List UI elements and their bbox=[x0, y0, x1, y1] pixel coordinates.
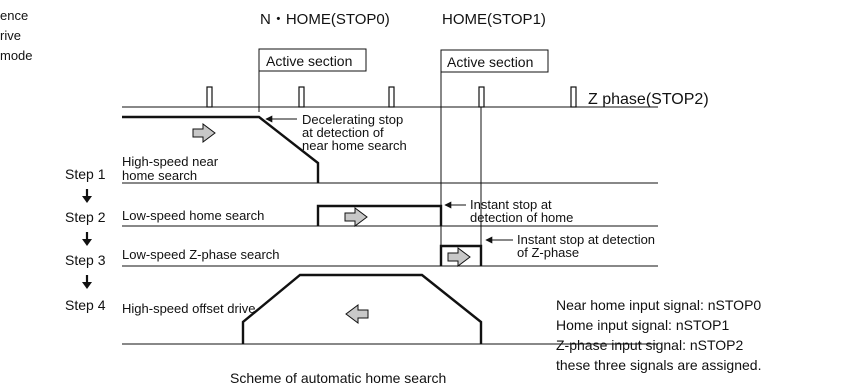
step-label: Step 1 bbox=[65, 166, 106, 182]
active-section-box-stop1 bbox=[440, 49, 549, 73]
z-phase-label: Z phase(STOP2) bbox=[588, 91, 709, 108]
left-arrow-icon bbox=[345, 304, 369, 324]
assignment-note: Near home input signal: nSTOP0 bbox=[556, 297, 761, 313]
step1-description-line: home search bbox=[122, 168, 197, 183]
step-column: Step 1 Step 2 Step 3 Step 4 bbox=[65, 166, 106, 313]
assignment-note: these three signals are assigned. bbox=[556, 357, 761, 373]
z-phase-pulse bbox=[570, 86, 577, 108]
z-phase-pulse bbox=[206, 86, 213, 108]
z-stop-annotation-line: of Z-phase bbox=[517, 245, 579, 260]
active-section-label-stop1: Active section bbox=[447, 54, 533, 70]
decel-annotation-line: near home search bbox=[302, 138, 407, 153]
step4-speed-profile bbox=[241, 273, 483, 344]
step3-description: Low-speed Z-phase search bbox=[122, 247, 280, 262]
active-section-label-stop0: Active section bbox=[266, 53, 352, 69]
decel-annotation-line: at detection of bbox=[302, 125, 384, 140]
z-phase-pulse bbox=[478, 86, 485, 108]
home-stop-annotation: Instant stop at detection of home bbox=[470, 197, 573, 225]
home-stop-annotation-line: detection of home bbox=[470, 210, 573, 225]
step-label: Step 3 bbox=[65, 252, 106, 268]
decel-annotation-line: Decelerating stop bbox=[302, 112, 403, 127]
active-section-box-stop0 bbox=[258, 48, 367, 72]
right-arrow-icon bbox=[344, 207, 368, 227]
z-stop-annotation-line: Instant stop at detection bbox=[517, 232, 655, 247]
corner-label-line: mode bbox=[0, 48, 33, 63]
step4-description: High-speed offset drive bbox=[122, 301, 255, 316]
z-phase-label-signal: (STOP2) bbox=[646, 91, 709, 108]
signal-assignment-notes: Near home input signal: nSTOP0 Home inpu… bbox=[556, 297, 761, 373]
z-phase-pulse bbox=[298, 86, 305, 108]
step-label: Step 2 bbox=[65, 209, 106, 225]
step2-description: Low-speed home search bbox=[122, 208, 264, 223]
corner-label-line: rive bbox=[0, 28, 21, 43]
down-arrow-head bbox=[82, 196, 92, 203]
z-stop-annotation: Instant stop at detection of Z-phase bbox=[517, 232, 659, 260]
down-arrow-head bbox=[82, 239, 92, 246]
down-arrow-head bbox=[82, 282, 92, 289]
right-arrow-icon bbox=[192, 123, 216, 143]
step2-speed-profile bbox=[316, 204, 443, 226]
z-phase-pulse bbox=[388, 86, 395, 108]
signal-stop1-title: HOME(STOP1) bbox=[442, 11, 546, 28]
right-arrow-icon bbox=[447, 247, 471, 267]
diagram-caption: Scheme of automatic home search bbox=[230, 370, 446, 386]
step3-speed-profile bbox=[439, 244, 483, 266]
assignment-note: Z-phase input signal: nSTOP2 bbox=[556, 337, 744, 353]
z-phase-pulses bbox=[206, 86, 577, 108]
decel-annotation: Decelerating stop at detection of near h… bbox=[302, 112, 407, 153]
step-label: Step 4 bbox=[65, 297, 106, 313]
step1-description-line: High-speed near bbox=[122, 154, 219, 169]
step1-description: High-speed near home search bbox=[122, 154, 222, 183]
z-phase-label-name: Z phase bbox=[588, 91, 646, 108]
step1-speed-profile bbox=[122, 115, 320, 183]
assignment-note: Home input signal: nSTOP1 bbox=[556, 317, 729, 333]
signal-stop0-title: N・HOME(STOP0) bbox=[260, 11, 390, 28]
corner-label: ence rive mode bbox=[0, 8, 33, 63]
corner-label-line: ence bbox=[0, 8, 28, 23]
home-stop-annotation-line: Instant stop at bbox=[470, 197, 552, 212]
